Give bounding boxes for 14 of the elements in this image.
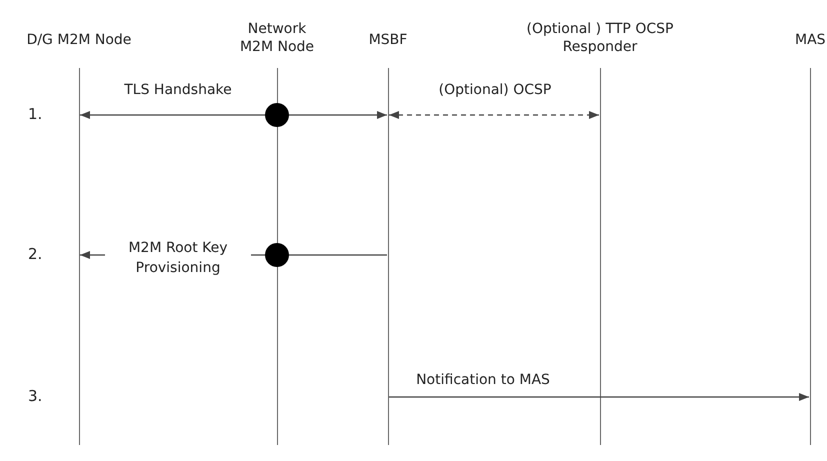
participant-label: (Optional ) TTP OCSP Responder bbox=[526, 20, 674, 56]
participant-label: Network M2M Node bbox=[238, 20, 316, 56]
message-arrow bbox=[389, 393, 809, 401]
step-number: 3. bbox=[28, 387, 42, 405]
message-label: TLS Handshake bbox=[123, 81, 233, 100]
step-number: 2. bbox=[28, 245, 42, 263]
message-arrow bbox=[389, 111, 599, 119]
message-label: (Optional) OCSP bbox=[438, 81, 552, 100]
step-number: 1. bbox=[28, 105, 42, 123]
participant-label: MSBF bbox=[368, 31, 408, 49]
participant-label: MAS bbox=[795, 31, 825, 49]
message-label: Notification to MAS bbox=[415, 371, 551, 390]
participant-label: D/G M2M Node bbox=[26, 31, 132, 49]
message-arrow bbox=[80, 111, 387, 119]
